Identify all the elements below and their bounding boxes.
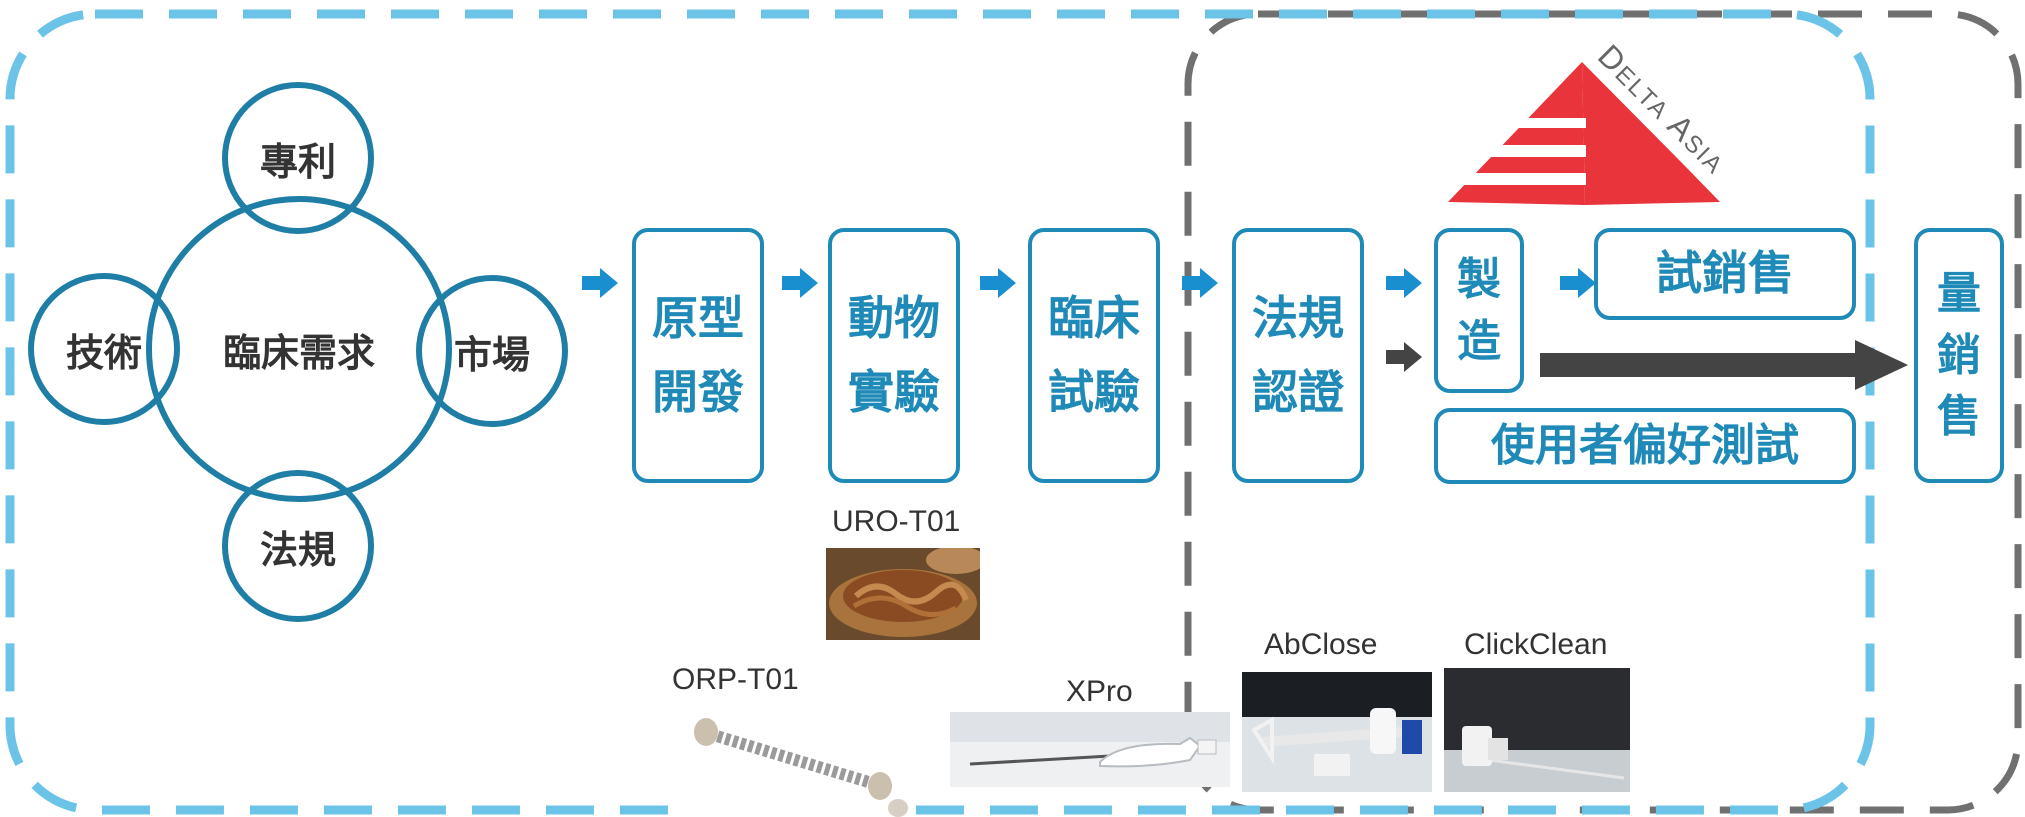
caption-clickclean: ClickClean [1464,628,1608,661]
caption-uro-t01: URO-T01 [832,505,961,538]
uro-t01-photo [826,548,980,640]
step-trial-sales: 試銷售 [1594,228,1856,320]
logo-pyramid [1446,62,1720,205]
step-mass-sales: 量 銷 售 [1914,228,2004,483]
arrow-right-icon [1182,268,1218,298]
blue-dashed-region [5,9,1875,815]
long-arrow-icon [1540,340,1908,390]
step-prototype: 原型 開發 [632,228,764,483]
arrow-right-icon [582,268,618,298]
clickclean-photo [1444,668,1630,792]
caption-xpro: XPro [1066,675,1133,708]
arrow-right-dark-icon [1386,342,1422,372]
circle-technology-label: 技術 [65,330,142,375]
delta-asia-logo: DELTA ASIA [1446,40,1729,205]
xpro-photo [950,712,1230,787]
circle-patent-label: 專利 [259,139,336,184]
arrow-right-icon [1560,268,1596,298]
step-regulatory: 法規 認證 [1232,228,1364,483]
arrow-right-icon [1386,268,1422,298]
step-clinical-trial: 臨床 試驗 [1028,228,1160,483]
step-user-testing: 使用者偏好測試 [1434,408,1856,484]
step-manufacturing: 製 造 [1434,228,1524,393]
circle-market-label: 市場 [453,332,530,377]
abclose-photo [1242,672,1432,792]
arrow-right-icon [782,268,818,298]
arrow-right-icon [980,268,1016,298]
orp-t01-photo [680,712,910,817]
circle-clinical-need: 臨床需求 [146,196,452,502]
caption-orp-t01: ORP-T01 [672,663,799,696]
step-animal-test: 動物 實驗 [828,228,960,483]
caption-abclose: AbClose [1264,628,1378,661]
circle-clinical-need-label: 臨床需求 [222,330,375,375]
circle-regulation-label: 法規 [259,527,336,572]
